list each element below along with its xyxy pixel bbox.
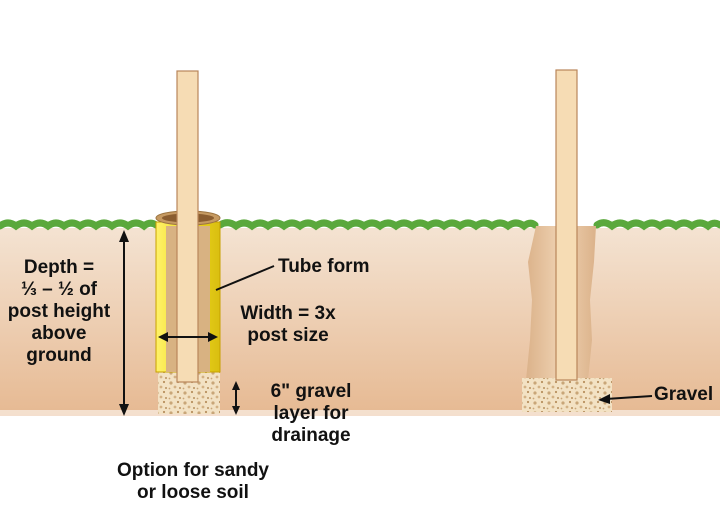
width-label: Width = 3x post size (228, 303, 348, 347)
width-line-1: Width = 3x (240, 303, 336, 324)
gravel-layer-label: 6" gravel layer for drainage (256, 381, 366, 447)
option-line-1: Option for sandy (117, 460, 269, 481)
depth-line-4: above (31, 323, 87, 344)
option-line-2: or loose soil (137, 482, 249, 503)
gravel-leader-head (598, 394, 610, 404)
post-right (555, 69, 578, 381)
post-left (176, 70, 199, 383)
grass-line (0, 219, 720, 231)
gravel-layer-arrow-head-top (232, 381, 240, 390)
option-caption: Option for sandy or loose soil (98, 460, 288, 504)
depth-arrow-head-bottom (119, 404, 129, 416)
gravel-layer-line-1: 6" gravel (270, 381, 352, 402)
gravel-layer-right (522, 378, 612, 412)
gravel-label: Gravel (654, 384, 714, 405)
depth-arrow-head-top (119, 230, 129, 242)
depth-line-2: ⅓ – ½ of (20, 279, 98, 300)
depth-label: Depth = ⅓ – ½ of post height above groun… (0, 257, 118, 367)
depth-line-3: post height (7, 301, 111, 322)
gravel-layer-line-2: layer for (273, 403, 349, 424)
gravel-layer-line-3: drainage (271, 425, 351, 446)
gravel-layer-arrow-head-bottom (232, 406, 240, 415)
width-arrow-head-left (158, 332, 168, 342)
depth-line-5: ground (26, 345, 92, 366)
tube-form-label: Tube form (278, 256, 370, 277)
width-line-2: post size (247, 325, 329, 346)
width-arrow-head-right (208, 332, 218, 342)
depth-line-1: Depth = (23, 257, 95, 278)
tube-form-leader (215, 265, 275, 291)
gravel-leader (605, 395, 653, 400)
